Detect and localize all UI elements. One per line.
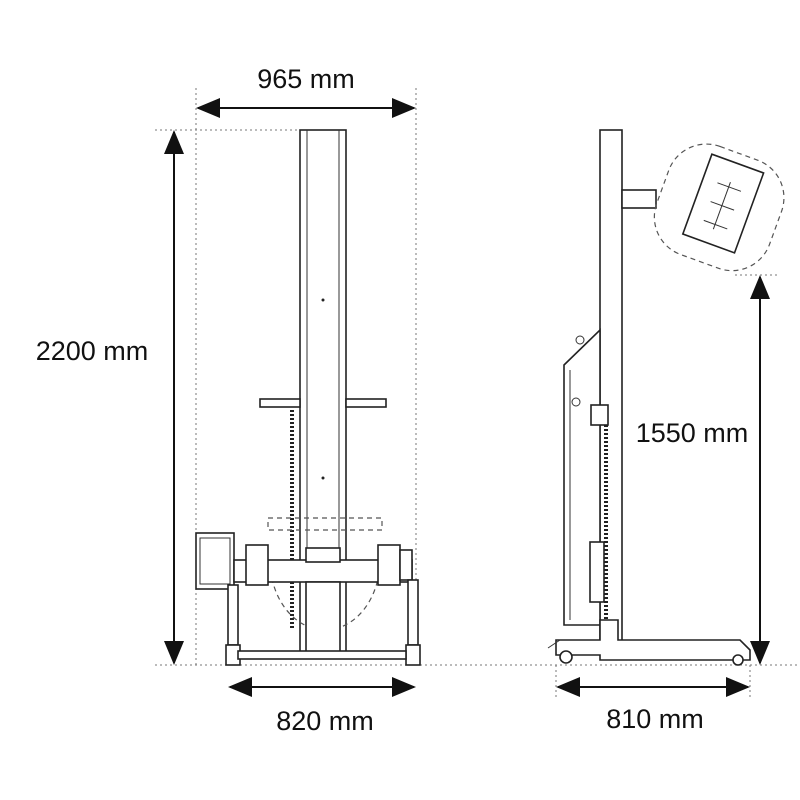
front-view bbox=[155, 88, 421, 666]
label-810: 810 mm bbox=[606, 704, 704, 734]
label-820: 820 mm bbox=[276, 706, 374, 736]
label-2200: 2200 mm bbox=[36, 336, 149, 366]
label-965: 965 mm bbox=[257, 64, 355, 94]
side-view bbox=[547, 129, 785, 700]
label-1550: 1550 mm bbox=[636, 418, 749, 448]
